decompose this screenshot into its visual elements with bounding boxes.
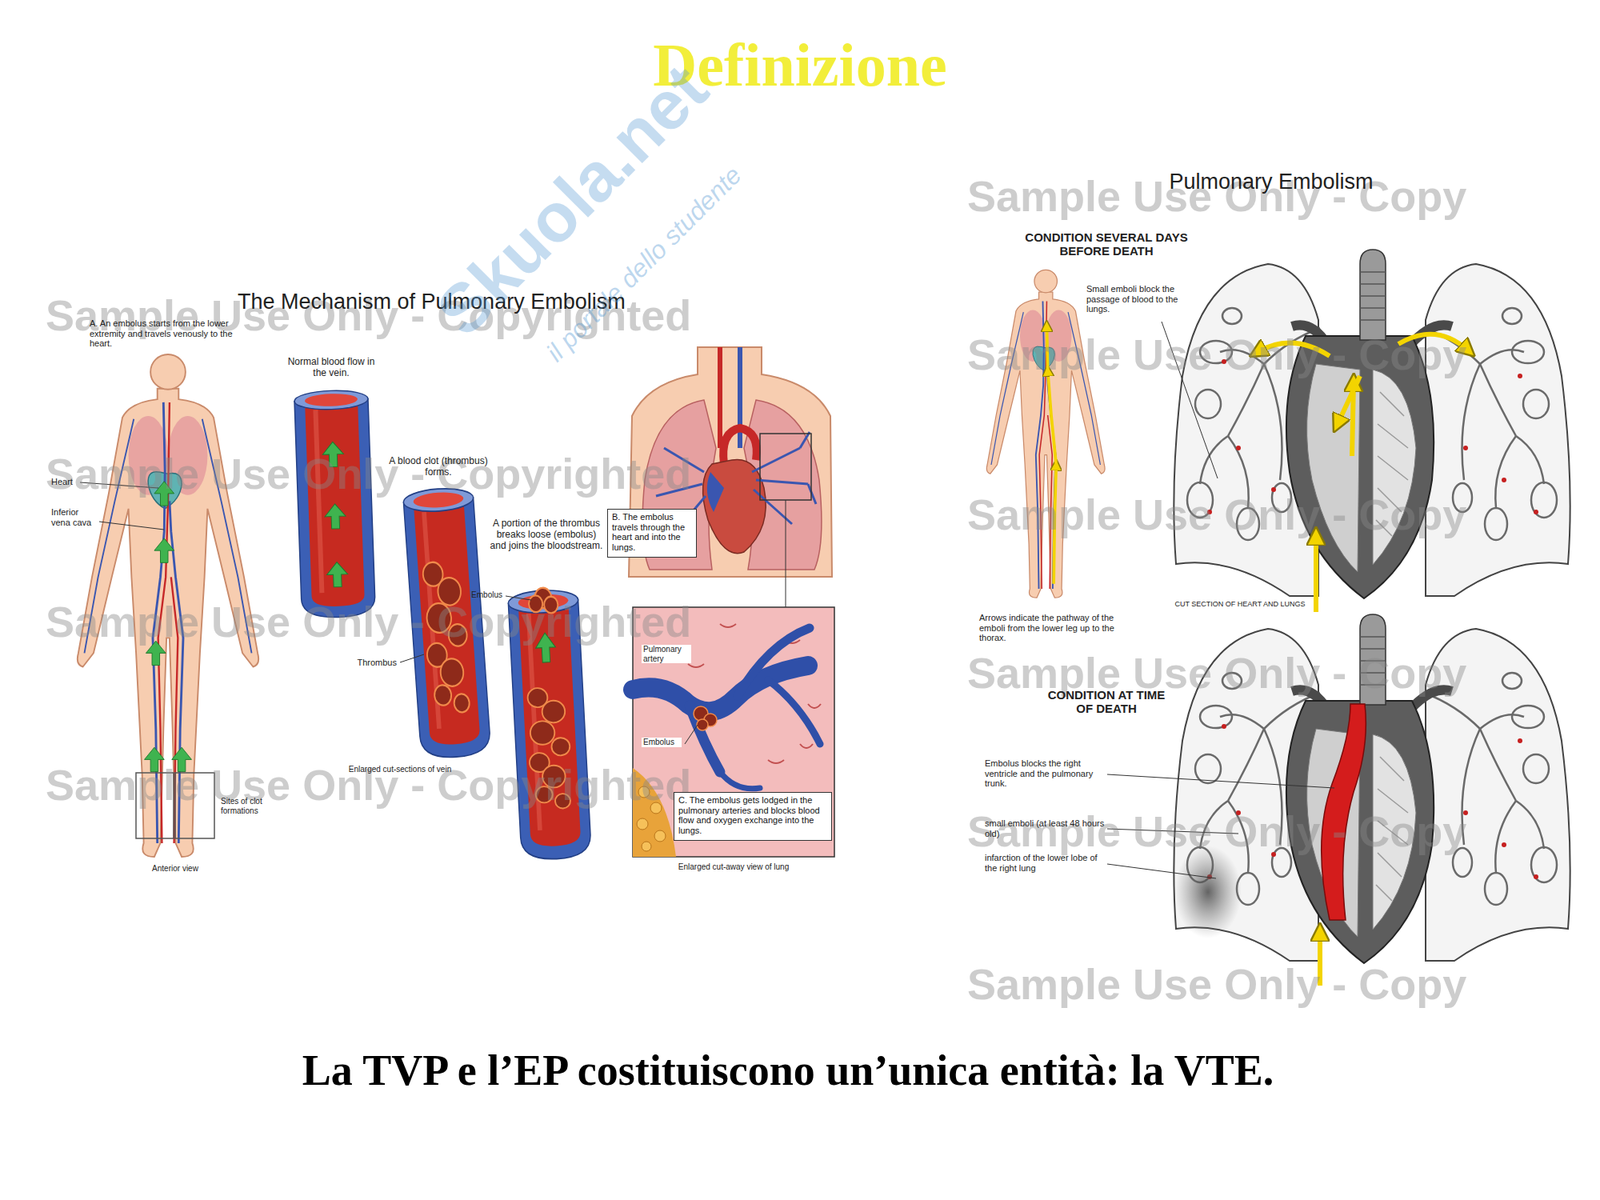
small-figure	[986, 269, 1105, 598]
chest-illustration	[737, 347, 743, 448]
lung-cutaway	[688, 624, 821, 820]
callout-box: C. The embolus gets lodged in the pulmon…	[673, 792, 832, 841]
lung-cutaway	[800, 744, 813, 748]
chest-illustration	[723, 428, 757, 464]
callout-label: Embolus	[454, 590, 503, 600]
heart-lungs-death	[1174, 845, 1242, 939]
callout-label: Pulmonary Embolism	[1111, 169, 1432, 195]
watermark: Sample Use Only - Copyrighted	[45, 448, 692, 499]
embolus	[696, 719, 708, 731]
callout-label: Heart	[51, 476, 80, 488]
small-figure	[986, 269, 1105, 598]
lung-cutaway	[636, 818, 648, 830]
lung-cutaway	[632, 607, 835, 857]
callout-label: Small emboli block the passage of blood …	[1086, 284, 1191, 315]
heart-lungs-before	[1337, 376, 1360, 424]
normal-vein	[324, 503, 347, 529]
chest-illustration	[760, 433, 812, 500]
lung-cutaway	[654, 830, 666, 842]
heart-lungs-before	[1173, 249, 1570, 599]
lung-cutaway	[720, 772, 760, 789]
leader-line	[785, 500, 787, 608]
callout-text: C. The embolus gets lodged in the pulmon…	[678, 795, 828, 836]
heart-lungs-before	[1173, 249, 1570, 612]
small-figure	[1048, 370, 1057, 465]
watermark: Sample Use Only - Copy	[967, 648, 1467, 698]
callout-label: CONDITION SEVERAL DAYS BEFORE DEATH	[1001, 230, 1212, 259]
callout-label: CONDITION AT TIME OF DEATH	[1042, 688, 1171, 716]
lung-cutaway	[688, 664, 704, 668]
callout-label: Normal blood flow in the vein.	[281, 356, 381, 380]
chest-illustration	[717, 347, 723, 448]
lung-cutaway	[768, 760, 784, 764]
callout-label: Inferior vena cava	[51, 507, 98, 528]
callout-label: Enlarged cut-away view of lung	[637, 862, 830, 872]
chest-illustration	[703, 459, 767, 553]
callout-label: Arrows indicate the pathway of the embol…	[979, 612, 1136, 644]
watermark: Sample Use Only - Copyrighted	[45, 596, 692, 647]
chest-illustration	[752, 432, 816, 524]
callout-label: Embolus blocks the right ventricle and t…	[984, 758, 1105, 789]
callout-label: Embolus	[641, 737, 682, 748]
leader-line	[99, 521, 164, 530]
leader-line	[400, 654, 424, 663]
callout-label: CUT SECTION OF HEART AND LUNGS	[1160, 600, 1320, 608]
embolus	[693, 706, 717, 731]
watermark: Sample Use Only - Copy	[967, 329, 1467, 380]
callout-box: B. The embolus travels through the heart…	[607, 508, 697, 558]
chest-illustration	[707, 472, 724, 512]
lung-cutaway	[808, 704, 821, 708]
lung-cutaway	[641, 841, 652, 852]
callout-label: infarction of the lower lobe of the righ…	[984, 852, 1105, 873]
callout-label: Thrombus	[340, 657, 397, 668]
watermark: Sample Use Only - Copy	[967, 806, 1467, 856]
lung-cutaway	[768, 680, 820, 744]
anterior-figure	[154, 538, 175, 563]
callout-label: Sites of clot formations	[220, 796, 287, 816]
callout-label: small emboli (at least 48 hours old)	[984, 818, 1105, 839]
watermark: Sample Use Only - Copy	[967, 959, 1467, 1009]
lung-cutaway	[720, 624, 736, 628]
watermark: Sample Use Only - Copy	[967, 489, 1467, 540]
leader-line	[684, 724, 698, 744]
normal-vein	[294, 389, 376, 619]
callout-label: Enlarged cut-sections of vein	[312, 764, 488, 775]
callout-label: A. An embolus starts from the lower extr…	[89, 318, 250, 349]
callout-label: Anterior view	[127, 864, 224, 874]
leader-line	[1107, 774, 1335, 788]
normal-vein	[326, 561, 348, 588]
leader-line	[1107, 864, 1216, 879]
callout-label: A portion of the thrombus breaks loose (…	[489, 518, 604, 552]
callout-label: Pulmonary artery	[641, 644, 692, 664]
callout-text: B. The embolus travels through the heart…	[612, 512, 692, 553]
heart-lungs-before	[1313, 536, 1319, 612]
slide-caption: La TVP e l’EP costituiscono un’unica ent…	[302, 1045, 1275, 1096]
normal-vein	[294, 389, 376, 619]
callout-label: A blood clot (thrombus) forms.	[380, 456, 496, 479]
lung-cutaway	[689, 705, 720, 772]
lung-cutaway	[632, 607, 835, 857]
